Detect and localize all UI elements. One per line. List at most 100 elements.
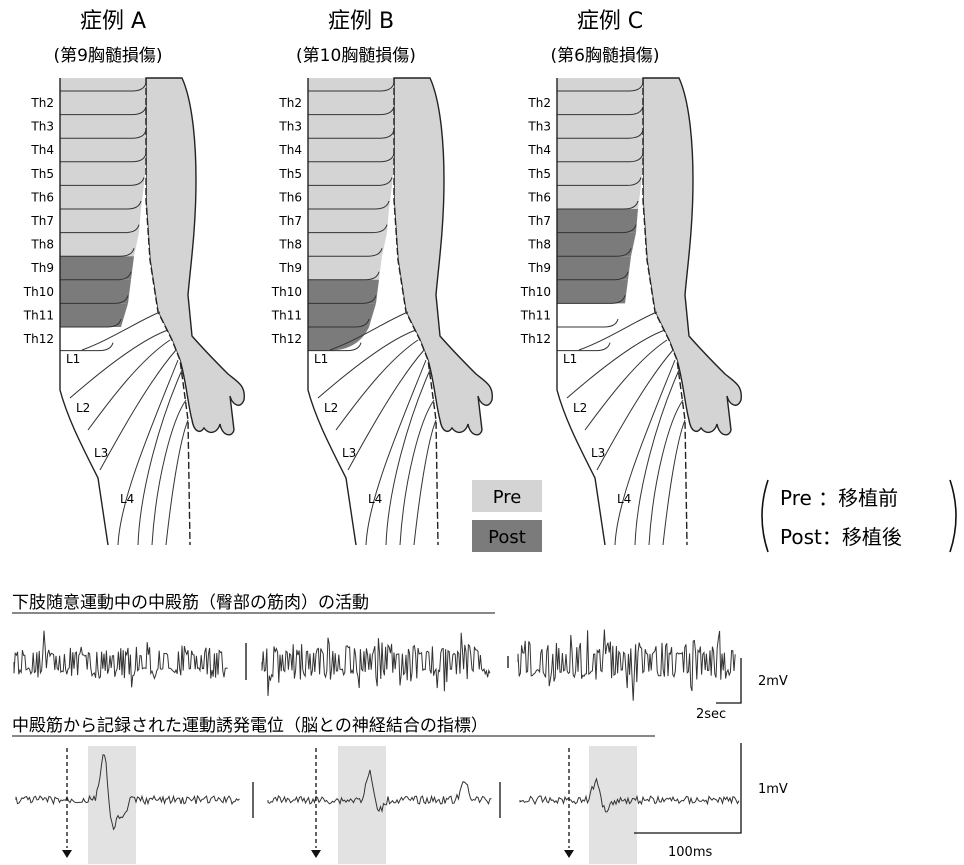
case-2-band-Th8	[557, 233, 636, 257]
case-2-lumbar-label-L3: L3	[591, 446, 605, 460]
case-1-seg-label-Th4: Th4	[278, 143, 302, 157]
case-1-seg-label-Th10: Th10	[271, 285, 302, 299]
case-0-band-Th6	[60, 185, 144, 209]
case-0-seg-label-Th12: Th12	[23, 332, 54, 346]
case-1-band-Th4	[308, 138, 394, 162]
case-0-lumbar-label-L4: L4	[120, 492, 134, 506]
case-0-band-Th10	[60, 280, 131, 304]
case-1-band-Th8	[308, 233, 387, 257]
case-0: 症例 A (第9胸髄損傷) Th2Th3Th4Th5Th6Th7Th8Th9Th10…	[23, 9, 245, 545]
emg-trace-0	[14, 631, 228, 688]
case-2-band-Th5	[557, 162, 643, 186]
case-0-band-Th5	[60, 162, 146, 186]
mep-stimulus-arrow-2	[564, 850, 574, 858]
case-0-seg-label-Th6: Th6	[30, 190, 54, 204]
case-0-seg-label-Th5: Th5	[30, 167, 54, 181]
case-0-seg-label-Th9: Th9	[30, 261, 54, 275]
case-1-lumbar-label-L4: L4	[368, 492, 382, 506]
case-0-seg-label-Th7: Th7	[30, 214, 54, 228]
case-1-seg-label-Th7: Th7	[278, 214, 302, 228]
case-2-lumbar-label-L4: L4	[617, 492, 631, 506]
case-1-seg-label-Th12: Th12	[271, 332, 302, 346]
cases-layer: 症例 A (第9胸髄損傷) Th2Th3Th4Th5Th6Th7Th8Th9Th10…	[23, 9, 742, 545]
case-2-band-Th3	[557, 115, 643, 139]
case-1-band-Th3	[308, 115, 394, 139]
mep-scale-time: 100ms	[668, 845, 712, 860]
case-2-seg-label-Th5: Th5	[527, 167, 551, 181]
emg-traces	[14, 630, 735, 701]
case-0-band-Th4	[60, 138, 146, 162]
case-2-subtitle: (第6胸髄損傷)	[550, 46, 659, 66]
case-0-top-band	[60, 78, 146, 91]
mep-scale-bar	[634, 743, 741, 833]
mep-scale-amplitude: 1mV	[758, 782, 788, 797]
case-2-seg-label-Th11: Th11	[520, 308, 551, 322]
case-1-band-Th6	[308, 185, 392, 209]
case-2-band-Th10	[557, 280, 628, 304]
emg-trace-2	[518, 630, 735, 701]
case-2-seg-label-Th8: Th8	[527, 238, 551, 252]
emg-scale-amplitude: 2mV	[758, 674, 788, 689]
case-1-lumbar-label-L1: L1	[314, 352, 328, 366]
case-0-band-Th8	[60, 233, 139, 257]
case-2-seg-label-Th3: Th3	[527, 120, 551, 134]
mep-section-title: 中殿筋から記録された運動誘発電位（脳との神経結合の指標）	[12, 716, 488, 736]
legend-post-label: Post	[488, 527, 526, 548]
case-0-seg-label-Th8: Th8	[30, 238, 54, 252]
case-1-band-Th5	[308, 162, 394, 186]
case-0-seg-label-Th4: Th4	[30, 143, 54, 157]
mep-stimulus-arrow-0	[62, 850, 72, 858]
case-0-lumbar-label-L1: L1	[66, 352, 80, 366]
case-0-lumbar-label-L2: L2	[76, 401, 90, 415]
legend-pre-label: Pre	[493, 487, 522, 508]
case-2-seg-label-Th4: Th4	[527, 143, 551, 157]
legend-post-definition: Post：移植後	[780, 525, 902, 549]
case-0-seg-label-Th3: Th3	[30, 120, 54, 134]
case-2-seg-label-Th9: Th9	[527, 261, 551, 275]
case-0-seg-label-Th2: Th2	[30, 96, 54, 110]
case-0-lumbar-label-L3: L3	[94, 446, 108, 460]
case-2-seg-label-Th12: Th12	[520, 332, 551, 346]
case-1-top-band	[308, 78, 394, 91]
case-2-title: 症例 C	[577, 9, 643, 34]
legend-right-paren	[950, 480, 956, 552]
case-2-lumbar-label-L2: L2	[573, 401, 587, 415]
case-1-band-Th7	[308, 209, 389, 233]
emg-trace-1	[262, 633, 490, 696]
mep-traces	[16, 746, 739, 864]
case-1-lumbar-label-L3: L3	[342, 446, 356, 460]
case-0-title: 症例 A	[80, 9, 146, 34]
case-0-band-Th9	[60, 256, 134, 280]
case-2: 症例 C(第6胸髄損傷)Th2Th3Th4Th5Th6Th7Th8Th9Th10…	[520, 9, 742, 545]
case-1-subtitle: (第10胸髄損傷)	[296, 46, 416, 66]
case-1-band-Th10	[308, 280, 379, 304]
case-2-seg-label-Th2: Th2	[527, 96, 551, 110]
case-2-band-Th4	[557, 138, 643, 162]
mep-window-1	[338, 746, 386, 864]
emg-section-title: 下肢随意運動中の中殿筋（臀部の筋肉）の活動	[12, 593, 369, 613]
case-0-seg-label-Th10: Th10	[23, 285, 54, 299]
case-2-band-Th2	[557, 91, 643, 115]
case-2-band-Th6	[557, 185, 641, 209]
legend: Pre Post Pre ：移植前 Post：移植後	[472, 480, 956, 552]
case-1-seg-label-Th5: Th5	[278, 167, 302, 181]
case-0-subtitle: (第9胸髄損傷)	[53, 46, 162, 66]
case-1-seg-label-Th3: Th3	[278, 120, 302, 134]
case-1-seg-label-Th11: Th11	[271, 308, 302, 322]
case-1-lumbar-label-L2: L2	[324, 401, 338, 415]
emg-scale-time: 2sec	[696, 707, 726, 722]
case-2-seg-label-Th10: Th10	[520, 285, 551, 299]
case-1: 症例 B(第10胸髄損傷)Th2Th3Th4Th5Th6Th7Th8Th9Th1…	[271, 9, 493, 545]
case-1-seg-label-Th2: Th2	[278, 96, 302, 110]
case-0-band-Th2	[60, 91, 146, 115]
legend-pre-definition: Pre ：移植前	[780, 486, 898, 510]
case-0-seg-label-Th11: Th11	[23, 308, 54, 322]
case-2-seg-label-Th7: Th7	[527, 214, 551, 228]
case-1-band-Th2	[308, 91, 394, 115]
case-0-band-Th7	[60, 209, 141, 233]
case-1-seg-label-Th9: Th9	[278, 261, 302, 275]
case-2-band-Th7	[557, 209, 638, 233]
emg-scale-bar	[716, 658, 741, 703]
case-2-band-Th9	[557, 256, 631, 280]
